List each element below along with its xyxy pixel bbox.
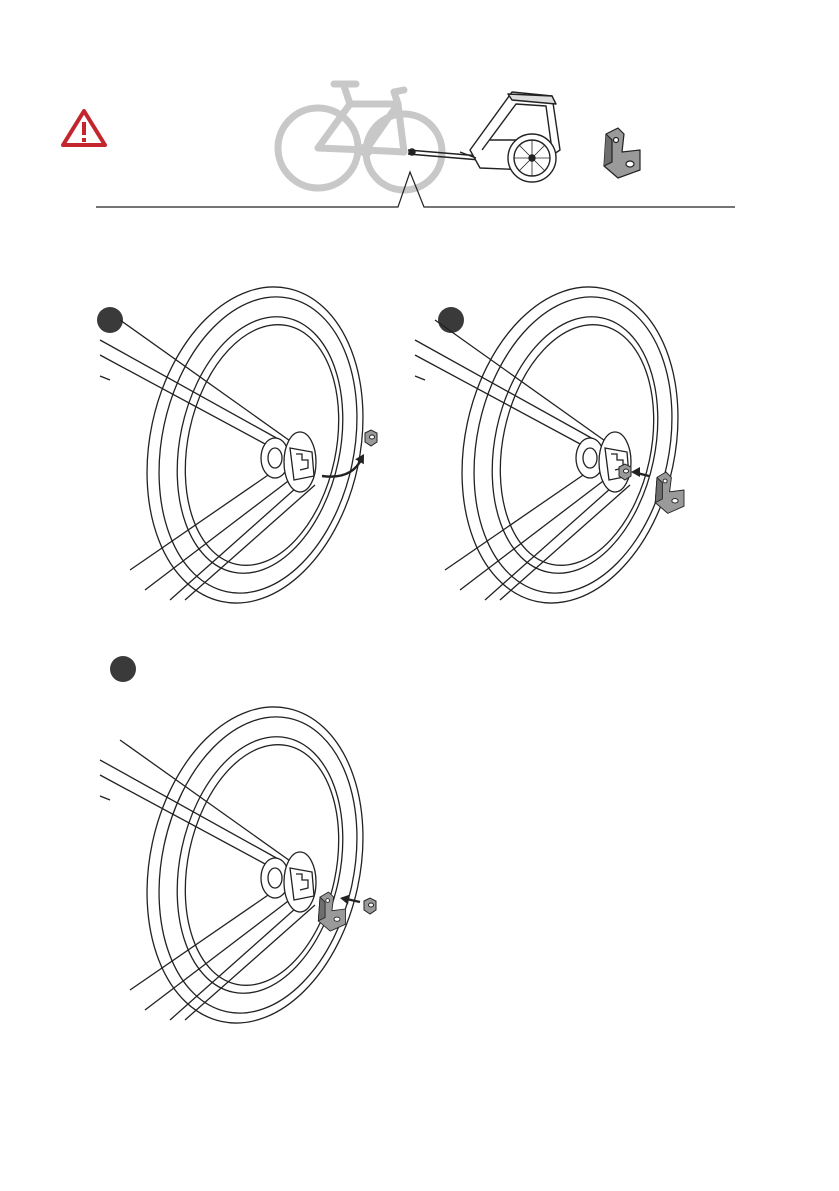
step-3-illustration [90,700,390,1040]
header-illustration [0,0,839,215]
axle-nut-in-place [619,464,631,480]
bicycle-icon [278,84,442,190]
dropout [290,868,314,900]
arrow-icon [339,893,360,904]
arrow-icon [322,452,368,477]
step-3-badge [110,656,136,682]
hitch-bracket-icon [604,128,640,178]
tire-outer [434,280,705,610]
step-1-illustration [90,280,390,610]
step-2-illustration [405,280,705,610]
axle-nut-icon [364,898,376,914]
bike-trailer-icon [460,92,560,182]
tire-outer [119,280,390,610]
axle-nut-icon [365,430,377,446]
dropout [290,448,314,480]
hitch-bracket-icon [655,472,684,513]
